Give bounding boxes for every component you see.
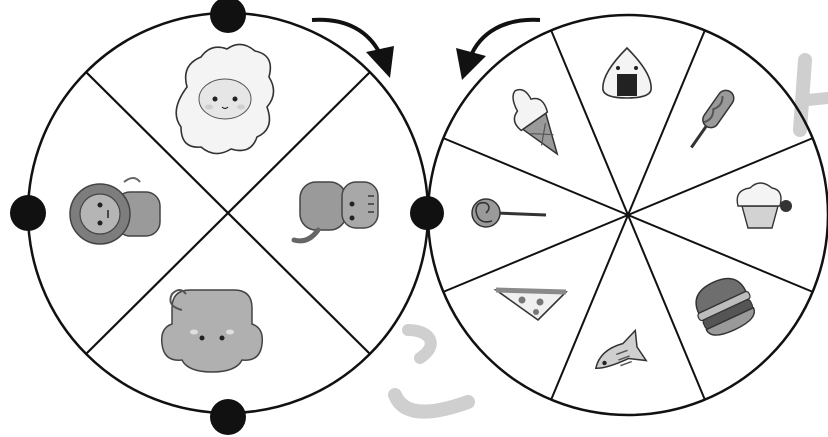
pizza-slice-icon [496,290,566,320]
hamburger-icon [688,271,761,342]
counterclockwise-arrow-icon [456,20,540,80]
sheep-icon [176,44,273,153]
elephant-icon [162,290,263,372]
corn-dog-icon [685,87,737,152]
left-bottom-peg [210,399,246,435]
lion-icon [70,178,160,244]
ice-cream-cone-icon [500,81,572,163]
right-wheel[interactable] [410,15,828,415]
lollipop-icon [472,199,546,227]
left-top-peg [210,0,246,33]
left-wheel[interactable] [10,0,428,435]
right-left-peg [410,196,444,230]
onigiri-icon [603,48,651,98]
tiger-icon [294,182,378,241]
taiyaki-icon [588,330,646,377]
cupcake-icon [737,183,792,228]
left-left-peg [10,195,46,231]
clockwise-arrow-icon [312,20,394,78]
